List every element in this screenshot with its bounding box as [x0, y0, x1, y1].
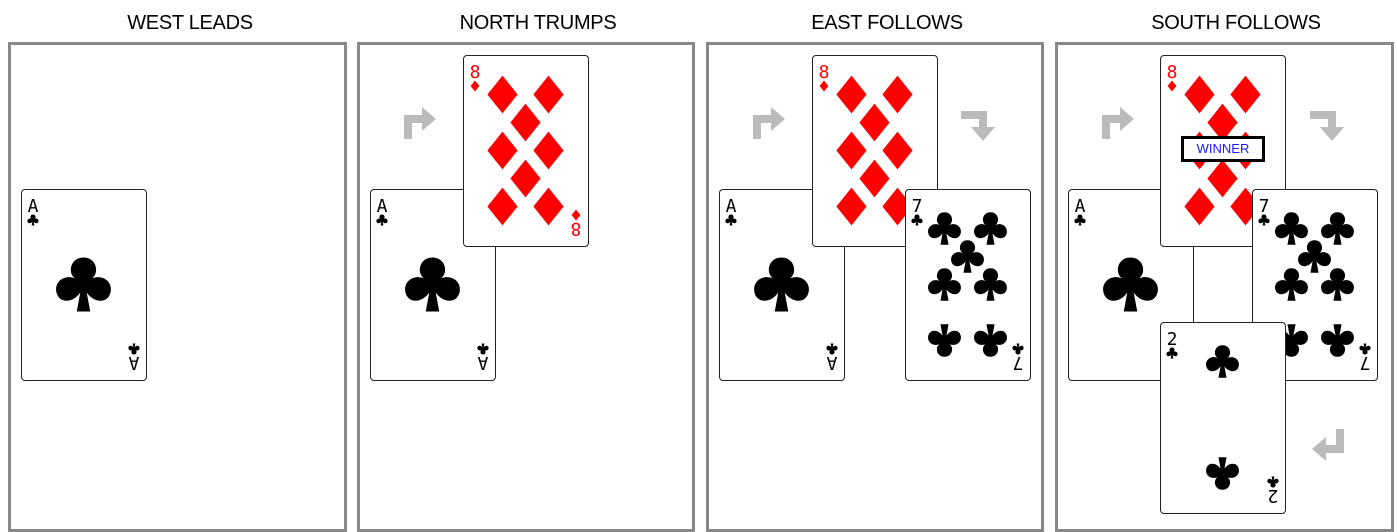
- club-icon: [1321, 268, 1354, 300]
- card-rank-label: A: [1075, 196, 1086, 217]
- diamond-icon: [487, 132, 517, 170]
- card-rank-label: A: [726, 196, 737, 217]
- diamond-icon: [882, 76, 912, 114]
- diamond-icon: [487, 188, 517, 226]
- card-rank-label: 7: [912, 196, 923, 217]
- diamond-icon: [1207, 160, 1237, 198]
- diamond-icon: [859, 160, 889, 198]
- diamond-icon: [510, 104, 540, 142]
- card-rank-label: A: [826, 352, 837, 373]
- diamond-icon: [487, 76, 517, 114]
- club-icon: [928, 212, 961, 244]
- step-title-south: SOUTH FOLLOWS: [1066, 12, 1397, 35]
- card-rank-label: 7: [1013, 352, 1024, 373]
- card-rank-label: A: [477, 352, 488, 373]
- turn-arrow-icon: [1310, 427, 1350, 467]
- club-icon: [951, 240, 984, 272]
- diamond-icon: [1184, 188, 1214, 226]
- turn-arrow-icon: [1308, 105, 1348, 145]
- card-rank-label: 2: [1268, 485, 1279, 506]
- diamond-icon: [882, 132, 912, 170]
- club-icon: [405, 258, 460, 312]
- card-rank-label: 2: [1167, 329, 1178, 350]
- club-icon: [974, 268, 1007, 300]
- trick-panel-east-follows: AA8877: [706, 42, 1044, 532]
- turn-arrow-icon: [959, 105, 999, 145]
- card-rank-label: A: [28, 196, 39, 217]
- card-rank-label: A: [128, 352, 139, 373]
- club-icon: [1206, 457, 1239, 489]
- club-icon: [928, 324, 961, 356]
- diamond-icon: [1184, 76, 1214, 114]
- diamond-icon: [836, 76, 866, 114]
- card-rank-label: 8: [819, 62, 830, 83]
- diamond-icon: [533, 76, 563, 114]
- diamond-icon: [836, 188, 866, 226]
- club-icon: [928, 268, 961, 300]
- club-icon: [1206, 345, 1239, 377]
- diamond-icon: [510, 160, 540, 198]
- club-icon: [974, 324, 1007, 356]
- club-icon: [56, 258, 111, 312]
- card-rank-label: A: [377, 196, 388, 217]
- trick-panel-south-follows: AA887722WINNER: [1055, 42, 1394, 532]
- club-icon: [1275, 212, 1308, 244]
- turn-arrow-icon: [398, 101, 438, 141]
- diamond-icon: [533, 132, 563, 170]
- club-icon: [754, 258, 809, 312]
- step-title-north: NORTH TRUMPS: [368, 12, 708, 35]
- winner-label: WINNER: [1181, 136, 1265, 162]
- turn-arrow-icon: [1096, 101, 1136, 141]
- club-icon: [1321, 212, 1354, 244]
- club-icon: [974, 212, 1007, 244]
- club-icon: [1321, 324, 1354, 356]
- club-icon: [1298, 240, 1331, 272]
- card-rank-label: 7: [1360, 352, 1371, 373]
- club-icon: [1275, 268, 1308, 300]
- diamond-icon: [859, 104, 889, 142]
- turn-arrow-icon: [747, 101, 787, 141]
- card-rank-label: 8: [571, 218, 582, 239]
- card-rank-label: 8: [1167, 62, 1178, 83]
- diamond-icon: [533, 188, 563, 226]
- card-rank-label: 8: [470, 62, 481, 83]
- diamond-icon: [1230, 76, 1260, 114]
- step-title-west: WEST LEADS: [20, 12, 360, 35]
- diamond-icon: [836, 132, 866, 170]
- card-rank-label: 7: [1259, 196, 1270, 217]
- club-icon: [1103, 258, 1158, 312]
- step-title-east: EAST FOLLOWS: [717, 12, 1057, 35]
